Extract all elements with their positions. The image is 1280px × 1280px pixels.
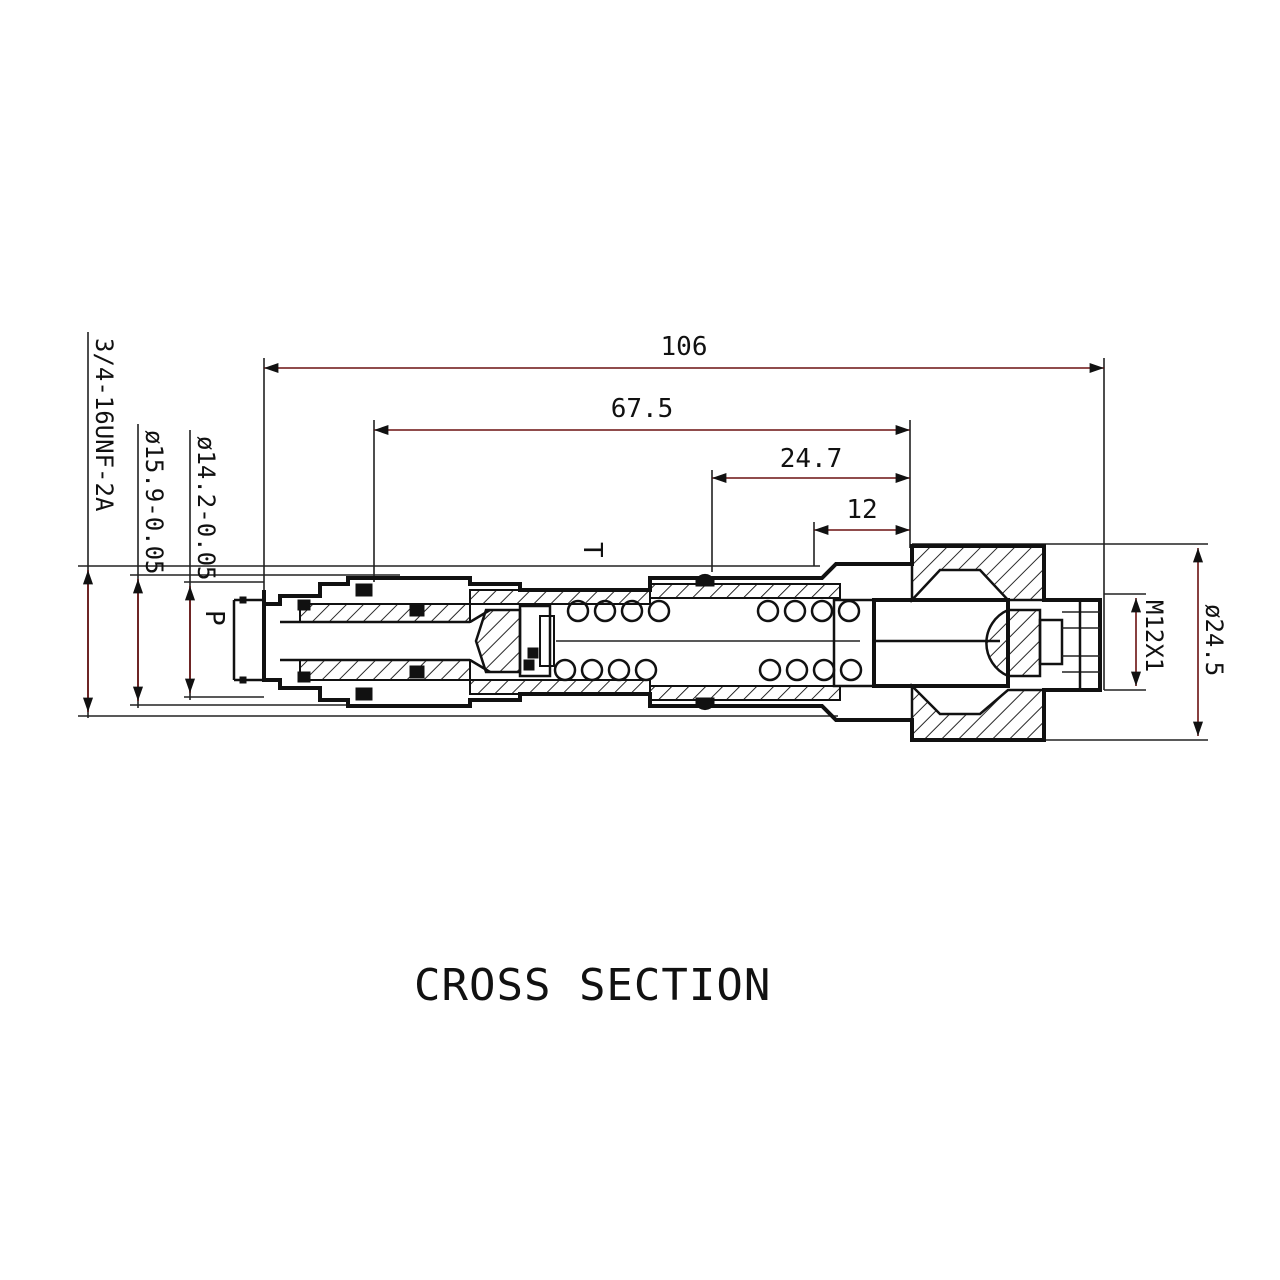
dim-24-7: 24.7 [711, 444, 910, 572]
dim-thread-major: 3/4-16UNF-2A [78, 332, 838, 718]
drawing-title: CROSS SECTION [414, 960, 771, 1011]
dim-overall-length-label: 106 [661, 332, 708, 362]
dim-thread-major-label: 3/4-16UNF-2A [90, 338, 118, 512]
dim-adjust-thread: M12X1 [1104, 593, 1168, 691]
dim-dia-14-2-label: ø14.2-0.05 [192, 436, 220, 581]
dim-dia-14-2: ø14.2-0.05 [184, 430, 264, 700]
dim-overall-length: 106 [263, 332, 1105, 690]
dim-outer-dia-label: ø24.5 [1200, 604, 1228, 676]
adjuster-housing [832, 544, 1100, 742]
pressure-port: P [199, 596, 264, 684]
dim-67-5: 67.5 [373, 394, 911, 582]
dim-24-7-label: 24.7 [780, 444, 843, 474]
dim-dia-15-9-label: ø15.9-0.05 [140, 430, 168, 575]
tank-port: T [577, 542, 607, 558]
dim-12: 12 [813, 495, 910, 566]
dim-dia-15-9: ø15.9-0.05 [130, 424, 400, 708]
seals [297, 573, 715, 711]
dim-adjust-thread-label: M12X1 [1140, 600, 1168, 672]
pressure-port-label: P [199, 610, 229, 626]
tank-port-label: T [577, 542, 607, 558]
spring [553, 599, 863, 682]
dim-12-label: 12 [846, 495, 877, 525]
dim-67-5-label: 67.5 [611, 394, 674, 424]
dim-outer-dia: ø24.5 [912, 543, 1228, 741]
